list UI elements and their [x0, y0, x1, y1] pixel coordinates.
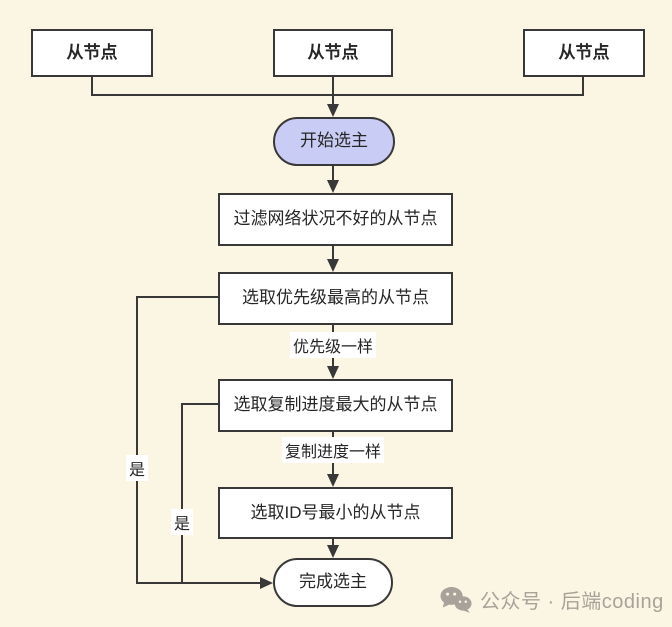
edge-label-yes-2: 是	[170, 509, 194, 535]
node-slave-2: 从节点	[273, 29, 393, 77]
arrowhead-into-priority	[327, 259, 339, 272]
edge-label-yes-1: 是	[125, 455, 149, 481]
watermark: 公众号 · 后端coding	[440, 585, 664, 614]
arrowhead-into-finish-left	[260, 577, 273, 589]
node-select-smallest-id-label: 选取ID号最小的从节点	[250, 502, 421, 522]
node-slave-1-label: 从节点	[66, 42, 118, 62]
node-filter-bad-network-label: 过滤网络状况不好的从节点	[233, 209, 438, 229]
edge-yes1-horizontal-top	[137, 296, 218, 298]
node-finish-election: 完成选主	[273, 558, 393, 607]
node-finish-election-label: 完成选主	[299, 572, 367, 592]
edge-label-priority-same: 优先级一样	[289, 332, 377, 358]
node-slave-2-label: 从节点	[307, 42, 359, 62]
node-select-max-replication: 选取复制进度最大的从节点	[218, 379, 453, 432]
edge-id-finish	[332, 538, 334, 547]
arrowhead-into-start	[327, 104, 339, 117]
watermark-text: 公众号 · 后端coding	[480, 591, 664, 613]
edge-yes-horizontal-bottom	[136, 582, 262, 584]
arrowhead-into-filter	[327, 180, 339, 193]
edge-slave2-drop	[332, 77, 334, 106]
edge-start-filter	[332, 166, 334, 182]
node-start-election-label: 开始选主	[300, 131, 368, 151]
edge-yes1-vertical	[136, 296, 138, 584]
edge-bus-line	[91, 94, 584, 96]
edge-slave3-drop	[582, 77, 584, 96]
wechat-icon	[440, 586, 472, 613]
arrowhead-into-finish-top	[327, 545, 339, 558]
node-select-highest-priority-label: 选取优先级最高的从节点	[242, 288, 429, 308]
node-slave-1: 从节点	[31, 29, 153, 77]
edge-label-replication-same: 复制进度一样	[281, 437, 385, 463]
edge-slave1-drop	[91, 77, 93, 96]
edge-filter-priority	[332, 246, 334, 261]
node-slave-3: 从节点	[523, 29, 645, 77]
edge-yes2-horizontal-top	[182, 403, 218, 405]
edge-yes2-vertical	[181, 403, 183, 584]
arrowhead-into-smallest-id	[327, 474, 339, 487]
node-start-election: 开始选主	[273, 117, 395, 166]
node-slave-3-label: 从节点	[558, 42, 610, 62]
node-select-max-replication-label: 选取复制进度最大的从节点	[233, 395, 438, 415]
node-select-smallest-id: 选取ID号最小的从节点	[218, 487, 453, 539]
node-select-highest-priority: 选取优先级最高的从节点	[218, 272, 453, 325]
node-filter-bad-network: 过滤网络状况不好的从节点	[218, 193, 453, 246]
arrowhead-into-replication	[327, 366, 339, 379]
